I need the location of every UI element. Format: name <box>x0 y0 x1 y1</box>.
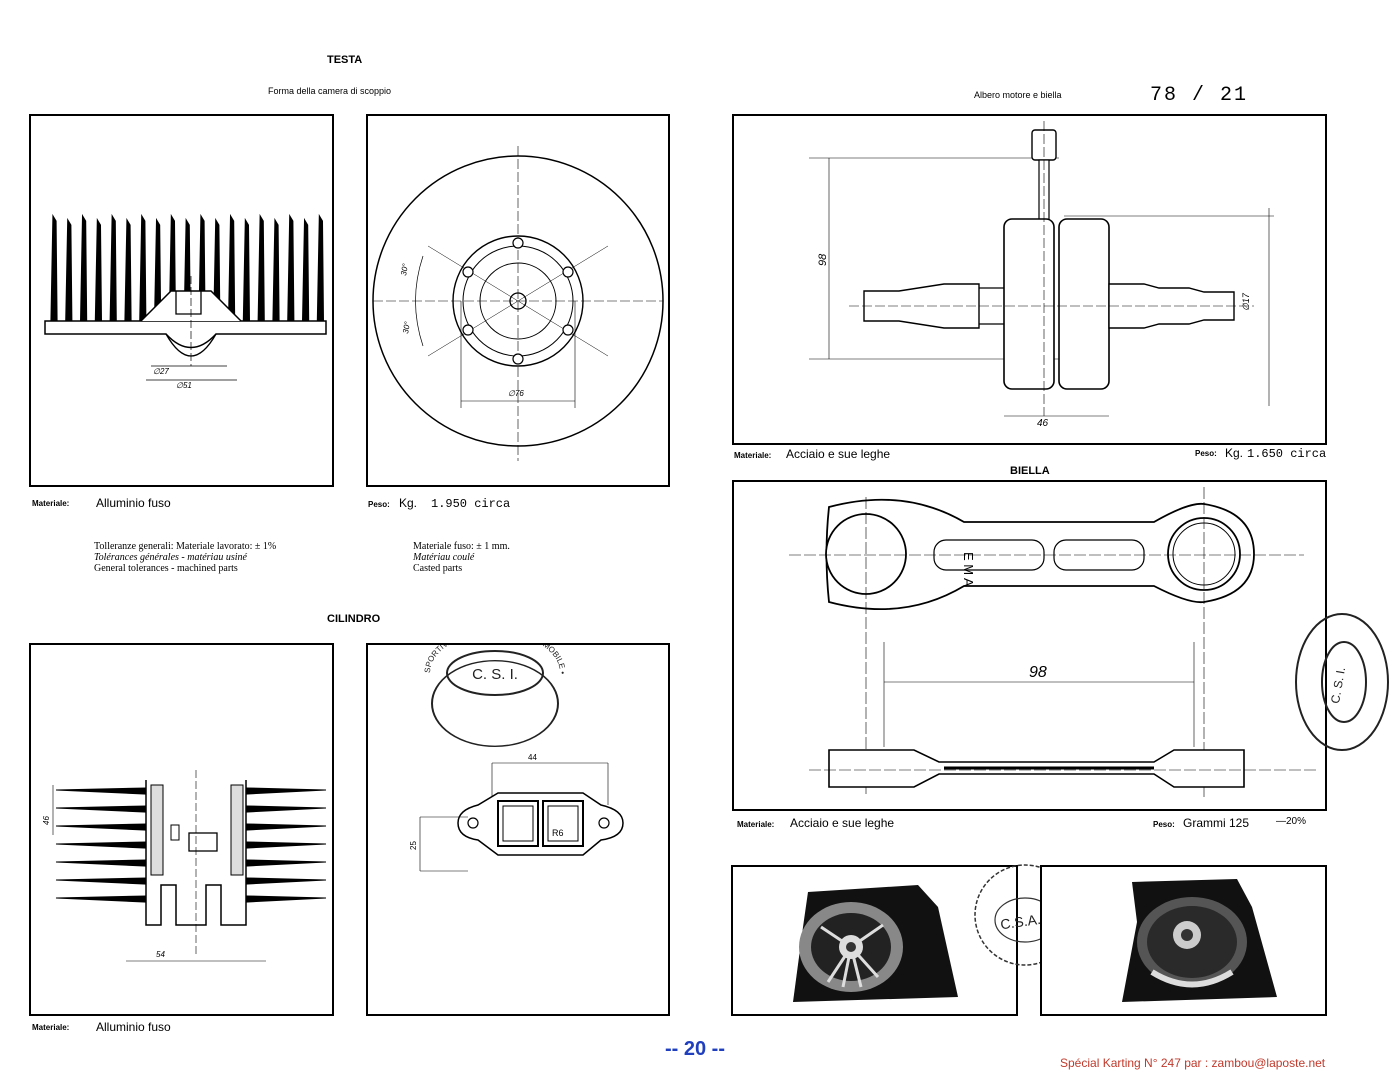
dim-d51: ∅51 <box>176 381 192 390</box>
head-fin <box>301 217 310 322</box>
cylinder-fin-left <box>55 841 147 849</box>
testa-section-drawing: ∅27 ∅51 <box>29 114 334 487</box>
tol-fuso-line3: Casted parts <box>413 563 463 574</box>
dim-44: 44 <box>528 753 537 762</box>
cylinder-fin-left <box>55 877 147 885</box>
tolleranze-block: Tolleranze generali: Materiale lavorato:… <box>94 541 384 574</box>
cylinder-fin-right <box>245 877 327 885</box>
tol-line2: Tolérances générales - matériau usiné <box>94 552 247 563</box>
dim-30b: 30° <box>401 320 412 334</box>
footer-credit: Spécial Karting N° 247 par : zambou@lapo… <box>1060 1056 1326 1070</box>
cylinder-fin-left <box>55 805 147 813</box>
dim-d17: ∅17 <box>1241 292 1251 311</box>
cylinder-fin-left <box>55 787 147 795</box>
tolleranze-fuso-block: Materiale fuso: ± 1 mm. Matériau coulé C… <box>413 541 613 574</box>
cylinder-fin-right <box>245 787 327 795</box>
head-fin <box>79 213 88 322</box>
testa-title: TESTA <box>327 54 363 66</box>
csi-stamp-right: C. S. I. <box>1295 613 1389 751</box>
cylinder-fin-left <box>55 895 147 903</box>
cylinder-fin-right <box>245 823 327 831</box>
dim-d76: ∅76 <box>508 389 524 398</box>
dim-46-albero: 46 <box>1037 418 1049 429</box>
tol-line1: Tolleranze generali: Materiale lavorato:… <box>94 541 277 552</box>
peso-kg: Kg. <box>399 496 418 510</box>
head-fin <box>227 213 236 322</box>
stamp-ring-text: SPORTIVA NAZIONALE DELL'AUTOMOBILE • FED… <box>365 626 567 674</box>
materiale2-label: Materiale: <box>32 1023 70 1032</box>
biella-title: BIELLA <box>1010 465 1050 477</box>
tol-fuso-line2: Matériau coulé <box>413 552 475 563</box>
cylinder-fin-right <box>245 805 327 813</box>
stamp-text: C. S. I. <box>472 666 518 683</box>
csi-stamp: C. S. I. SPORTIVA NAZIONALE DELL'AUTOMOB… <box>365 626 567 748</box>
photo-right <box>1040 865 1327 1016</box>
cylinder-fin-left <box>55 859 147 867</box>
tol-line3: General tolerances - machined parts <box>94 563 238 574</box>
biella-materiale-label: Materiale: <box>737 820 775 829</box>
cylinder-fin-left <box>55 823 147 831</box>
testa-plan-drawing: 30° 30° ∅76 <box>366 114 670 487</box>
dim-25: 25 <box>409 841 418 850</box>
dim-98-albero: 98 <box>817 253 829 266</box>
dim-d27: ∅27 <box>153 367 169 376</box>
page-number: -- 20 -- <box>665 1038 725 1060</box>
head-fin <box>94 217 103 322</box>
head-fin <box>109 213 117 322</box>
materiale-value: Alluminio fuso <box>96 496 171 510</box>
albero-caption: Albero motore e biella <box>974 90 1062 100</box>
cilindro-title: CILINDRO <box>327 613 381 625</box>
head-fin <box>287 213 295 322</box>
cilindro-plan-drawing: C. S. I. SPORTIVA NAZIONALE DELL'AUTOMOB… <box>365 626 670 1016</box>
albero-peso-value: 1.650 circa <box>1247 447 1327 461</box>
albero-motore-drawing: 98 ∅17 46 <box>732 114 1327 445</box>
cylinder-fin-right <box>245 895 327 903</box>
cylinder-fin-right <box>245 841 327 849</box>
peso-label: Peso: <box>368 500 390 509</box>
svg-text:SPORTIVA NAZIONALE DELL'AUTOMO: SPORTIVA NAZIONALE DELL'AUTOMOBILE • FED… <box>368 645 567 674</box>
dim-46: 46 <box>42 816 51 825</box>
cilindro-section-drawing: 54 46 <box>29 643 334 1016</box>
albero-materiale-value: Acciaio e sue leghe <box>786 447 891 461</box>
albero-materiale-label: Materiale: <box>734 451 772 460</box>
head-fin <box>242 217 251 322</box>
biella-letters: E M A <box>961 552 976 587</box>
biella-drawing: E M A 98 <box>732 480 1327 811</box>
photo-left <box>731 865 1018 1016</box>
head-fin <box>139 213 147 322</box>
dim-98-biella: 98 <box>1029 664 1047 681</box>
biella-peso-tol: —20% <box>1276 816 1307 827</box>
stamp-right-text: C. S. I. <box>1328 666 1348 705</box>
csai-stamp-text: C.S.A.I. <box>999 910 1049 933</box>
materiale-label: Materiale: <box>32 499 70 508</box>
materiale2-value: Alluminio fuso <box>96 1020 171 1034</box>
peso-value: 1.950 circa <box>431 497 511 511</box>
head-fin <box>65 217 73 322</box>
tol-fuso-line1: Materiale fuso: ± 1 mm. <box>413 541 510 552</box>
biella-materiale-value: Acciaio e sue leghe <box>790 816 895 830</box>
dim-30a: 30° <box>399 262 410 276</box>
albero-peso-label: Peso: <box>1195 449 1217 458</box>
ref-number: 78 / 21 <box>1150 84 1249 107</box>
dim-r6: R6 <box>552 828 564 838</box>
albero-peso-kg: Kg. <box>1225 446 1244 460</box>
head-fin <box>124 217 132 322</box>
head-fin <box>272 217 280 322</box>
testa-subtitle: Forma della camera di scoppio <box>268 86 392 96</box>
head-fin <box>50 213 58 322</box>
biella-peso-label: Peso: <box>1153 820 1175 829</box>
head-fin <box>316 213 325 322</box>
head-fin <box>257 213 265 322</box>
cylinder-fin-right <box>245 859 327 867</box>
dim-54: 54 <box>156 950 165 959</box>
biella-peso-value: Grammi 125 <box>1183 816 1250 830</box>
